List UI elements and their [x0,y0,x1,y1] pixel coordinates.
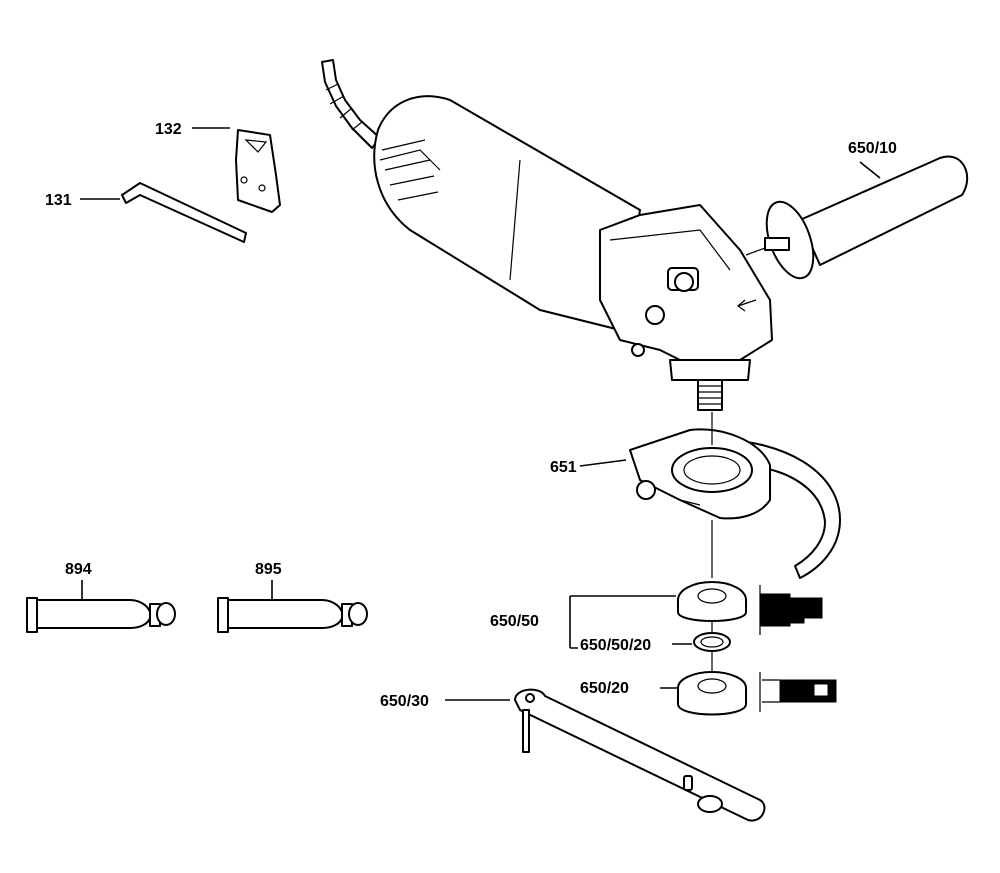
label-650-50-20: 650/50/20 [580,637,651,654]
label-131: 131 [45,192,72,209]
label-132: 132 [155,121,182,138]
label-650-50: 650/50 [490,613,539,630]
part-894-grease-tube [26,597,176,633]
label-895: 895 [255,561,282,578]
angle-grinder-body [321,59,773,411]
leader-650-10 [859,161,881,179]
label-650-20: 650/20 [580,680,629,697]
part-650-50-section-icon [759,585,823,635]
part-650-50-flange [677,581,747,622]
label-650-30: 650/30 [380,693,429,710]
part-650-50-20-o-ring [693,632,731,652]
part-132-bracket [235,129,281,213]
part-131-hex-key [121,182,247,243]
part-650-10-side-handle [745,155,969,280]
part-650-20-section-icon [759,672,837,712]
part-895-grease-tube [217,597,368,633]
part-650-20-clamping-nut [677,671,747,716]
part-650-30-pin-wrench [514,688,766,822]
leader-651 [579,459,627,467]
label-650-10: 650/10 [848,140,897,157]
part-651-wheel-guard [629,428,841,579]
label-651: 651 [550,459,577,476]
bracket-650-50 [569,595,676,649]
label-894: 894 [65,561,92,578]
